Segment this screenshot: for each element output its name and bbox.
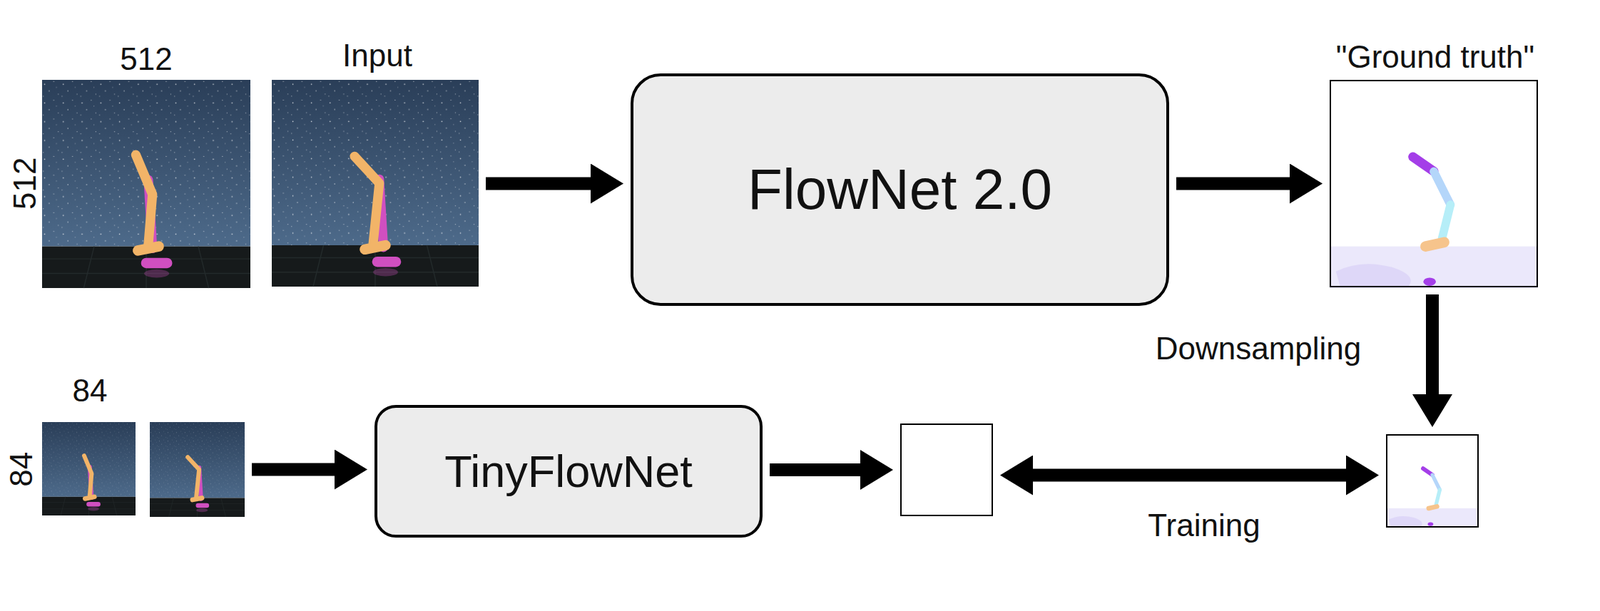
arrow bbox=[485, 177, 591, 191]
small-input-image-pair bbox=[42, 422, 245, 518]
edge-label: Downsampling bbox=[1152, 330, 1365, 368]
node-heading: Input bbox=[342, 37, 413, 75]
dimension-label: 512 bbox=[119, 41, 172, 78]
dimension-label: 512 bbox=[7, 156, 45, 210]
arrow bbox=[251, 463, 335, 477]
arrow bbox=[769, 463, 861, 477]
edge-label: Training bbox=[1144, 507, 1263, 545]
process-box: FlowNet 2.0 bbox=[630, 73, 1170, 307]
arrow bbox=[1176, 177, 1290, 191]
node-label: FlowNet 2.0 bbox=[747, 156, 1053, 223]
input-frame bbox=[42, 79, 251, 289]
double-arrow bbox=[1032, 469, 1347, 483]
process-box: TinyFlowNet bbox=[374, 405, 763, 538]
input-image-pair: Input bbox=[42, 79, 479, 288]
image-box: "Ground truth" bbox=[1329, 79, 1538, 288]
dimension-label: 84 bbox=[3, 452, 40, 488]
input-frame bbox=[271, 79, 479, 287]
dimension-label: 84 bbox=[72, 373, 108, 410]
node-label: TinyFlowNet bbox=[444, 445, 693, 498]
small-input-frame bbox=[149, 422, 245, 518]
small-image-box bbox=[1386, 434, 1479, 528]
flow-image bbox=[1329, 79, 1538, 289]
node-heading: "Ground truth" bbox=[1336, 39, 1535, 76]
small-flow-image bbox=[1386, 434, 1479, 528]
arrow bbox=[1425, 294, 1439, 395]
output-box bbox=[900, 423, 993, 517]
small-input-frame bbox=[42, 422, 136, 516]
